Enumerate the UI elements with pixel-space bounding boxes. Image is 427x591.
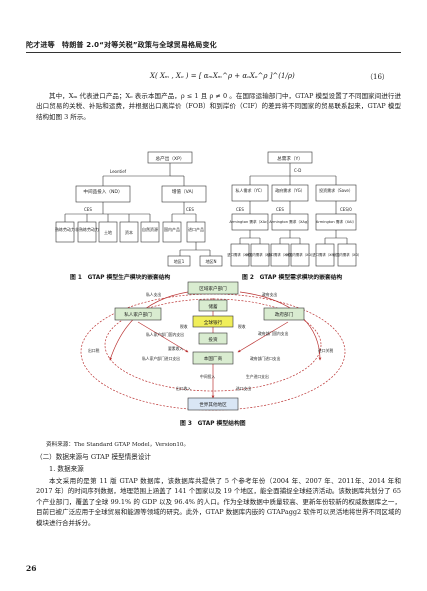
f2-cd: C-D (294, 168, 301, 173)
figure-1-production-tree (55, 151, 223, 267)
f1-region-n: 地区N (206, 258, 217, 264)
running-header: 陀才进等 特朗普 2.0“对等关税”政策与全球贸易格局变化 (26, 41, 217, 49)
subsection-heading: 1. 数据来源 (49, 465, 84, 473)
box-domestic-producer (192, 351, 234, 365)
f2-ces-2: CES (276, 207, 284, 212)
f1-ces-right: CES (186, 207, 194, 212)
figure-1-labels: 总产出（XP） Leontief 中间品投入（ND） 增值（VA） CES CE… (55, 155, 217, 264)
f2-arm-g: Armington 需求（XAg） (269, 219, 311, 224)
box-private-household (114, 307, 162, 321)
f2-leaf-3: 进口需求（XM） (267, 252, 293, 257)
f2-ces-3: CES/0 (340, 207, 352, 212)
f3-lbl-export-tax: 出口税 (88, 348, 100, 353)
f3-lbl-private-exp: 私人支出 (146, 292, 161, 297)
f1-ces-left: CES (84, 207, 92, 212)
f1-leaf-import: 进口产品 (188, 226, 204, 232)
equation-number: （16） (366, 73, 389, 81)
equation-16: X( Xₘ , Xₒ ) = [ αₘXₘ^ρ + αₒXₒ^ρ ]^(1/ρ)… (0, 72, 427, 86)
header-rule (26, 52, 401, 53)
f3-producer-label: 本国厂商 (204, 355, 223, 362)
figure-source-note: 资料来源：The Standard GTAP Model，Version10。 (46, 442, 190, 448)
f1-leontief: Leontief (110, 169, 127, 174)
f1-mid-left: 中间品投入（ND） (83, 188, 122, 195)
figure-1-caption: 图 1 GTAP 模型生产模块的嵌套结构 (70, 275, 171, 281)
f3-private-label: 私人家户部门 (124, 311, 152, 318)
f3-row-label: 世界其他地区 (199, 401, 227, 408)
f1-leaf-skilled: 熟练劳动力 (55, 226, 75, 232)
f3-lbl-tax2: 税收 (238, 324, 246, 329)
f2-mid-govt: 政府需求（YG） (275, 187, 305, 193)
f3-invest-label: 投资 (208, 336, 218, 343)
f3-lbl-pvt-import: 私人家户部门进口支出 (142, 356, 180, 361)
f2-top-label: 总需求（Y） (277, 155, 303, 162)
f1-leaf-unskilled: 非熟练劳动力 (75, 226, 99, 232)
section-heading: （二）数据来源与 GTAP 模型情景设计 (36, 453, 152, 461)
f2-leaf-4: 对国内需求（XD） (286, 252, 315, 257)
box-global-bank (192, 315, 234, 328)
f2-ces-1: CES (236, 207, 244, 212)
f2-leaf-2: 对国内需求（XD） (246, 252, 275, 257)
paragraph-gtap-intro: 其中，Xₘ 代表进口产品；Xₒ 表示本国产品，ρ ≤ 1 且 ρ ≠ 0 。在国… (36, 92, 401, 121)
f1-leaf-domestic: 国内产品 (164, 226, 180, 232)
f2-leaf-5: 进口需求（XM） (312, 252, 338, 257)
f3-lbl-govt-exp: 政府支出 (262, 292, 277, 297)
f1-top-label: 总产出（XP） (156, 155, 185, 162)
figure-2-demand-tree (230, 151, 357, 267)
f3-lbl-prod-import: 生产进口支出 (246, 374, 269, 379)
f2-leaf-1: 进口需求（XM） (227, 252, 253, 257)
f2-mid-private: 私人需求（YC） (235, 187, 264, 193)
box-rest-of-world (187, 397, 239, 411)
f2-arm-c: Armington 需求（XAc） (229, 219, 270, 224)
f3-lbl-intermediate: 中间投入 (200, 374, 215, 379)
f2-mid-invest: 投资需求（Save） (319, 187, 353, 193)
f3-lbl-export-revenue: 出口收入 (176, 386, 191, 391)
box-investment (198, 332, 228, 345)
figure-2-labels: 总需求（Y） C-D 私人需求（YC） 政府需求（YG） 投资需求（Save） … (227, 155, 361, 257)
f2-arm-i: Armington 需求（XAi） (316, 219, 356, 224)
page-number: 26 (26, 564, 37, 573)
box-government (263, 307, 305, 321)
f3-lbl-factor-income: 要素收入 (168, 346, 183, 351)
figure-3-flow-labels: 私人支出 政府支出 税收 税收 政府部门国内支出 私人家户部门国内支出 出口税 … (88, 292, 333, 391)
figure-3-boxes (114, 281, 305, 411)
f1-leaf-land: 土地 (104, 229, 112, 235)
f3-bank-label: 全球银行 (204, 319, 223, 326)
figure-3-caption: 图 3 GTAP 模型结构图 (180, 421, 246, 427)
f1-region-1: 地区1 (174, 258, 185, 264)
f3-lbl-import-tax: 进口关税 (318, 348, 333, 353)
f3-lbl-import-payment: 进口支出 (236, 386, 251, 391)
f3-govt-label: 政府部门 (275, 311, 294, 318)
paragraph-data-source: 本文采用的是第 11 版 GTAP 数据库，该数据库共提供了 5 个参考年份（2… (36, 477, 401, 527)
f1-mid-right: 增值（VA） (172, 188, 196, 195)
f3-lbl-pvt-domestic: 私人家户部门国内支出 (146, 332, 184, 337)
figure-3-box-labels: 区域家户部门 私人家户部门 储蓄 全球银行 投资 政府部门 本国厂商 世界其他地… (124, 285, 293, 408)
f3-lbl-govt-domestic: 政府部门国内支出 (258, 331, 289, 336)
f3-lbl-govt-import: 政府部门进口支出 (250, 356, 281, 361)
figure-2-caption: 图 2 GTAP 模型需求模块的嵌套结构 (242, 275, 343, 281)
equation-body: X( Xₘ , Xₒ ) = [ αₘXₘ^ρ + αₒXₒ^ρ ]^(1/ρ) (150, 72, 295, 80)
f1-leaf-capital: 资本 (125, 229, 133, 235)
f3-lbl-tax1: 税收 (180, 324, 188, 329)
f3-savings-label: 储蓄 (208, 303, 218, 310)
f2-leaf-6: 对国内需求（XD） (333, 252, 362, 257)
box-regional-household (187, 281, 239, 295)
box-savings (198, 299, 228, 312)
f3-household-label: 区域家户部门 (199, 285, 227, 292)
f1-leaf-natural: 自然资源 (142, 226, 158, 232)
